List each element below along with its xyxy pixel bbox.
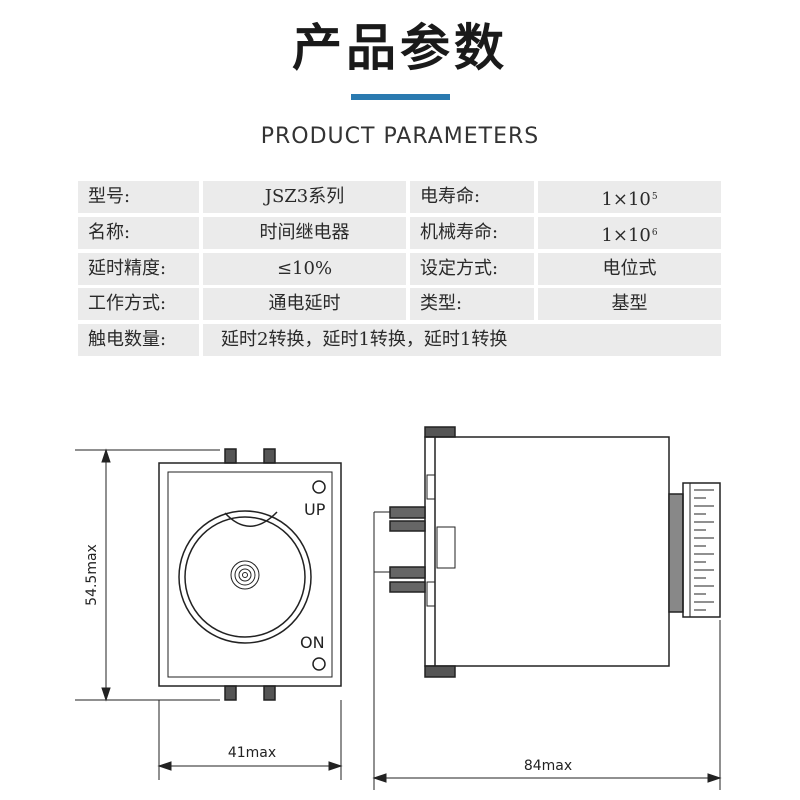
dimension-height [75,448,220,702]
dimension-height-label: 54.5max [84,544,100,606]
dimension-front-width [157,700,343,780]
param-label: 类型: [410,288,534,320]
param-value-base: 1×10 [601,225,651,246]
param-value: 1×106 [538,217,721,249]
param-label: 设定方式: [410,253,534,285]
param-label: 机械寿命: [410,217,534,249]
front-view [158,448,342,701]
side-view [389,426,721,678]
param-label: 工作方式: [78,288,199,320]
title-accent-bar [351,94,450,100]
param-value-exponent: 5 [651,192,658,202]
dimension-side-length-label: 84max [524,758,572,774]
dimension-front-width-label: 41max [228,745,276,761]
param-value: 基型 [538,288,721,320]
param-label: 延时精度: [78,253,199,285]
param-value: 1×105 [538,181,721,213]
up-label: UP [304,500,326,519]
param-label: 电寿命: [410,181,534,213]
on-label: ON [300,633,325,652]
param-value: 延时2转换，延时1转换，延时1转换 [203,324,721,356]
knob-ridges [694,489,714,611]
param-value-exponent: 6 [651,228,658,238]
param-value-base: 1×10 [601,189,651,210]
page-subtitle: PRODUCT PARAMETERS [260,124,540,149]
param-label: 型号: [78,181,199,213]
param-label: 名称: [78,217,199,249]
param-value: 时间继电器 [203,217,406,249]
param-value: 电位式 [538,253,721,285]
param-label: 触电数量: [78,324,199,356]
param-value: JSZ3系列 [203,181,406,213]
param-value: 通电延时 [203,288,406,320]
dimension-side-length [372,511,722,790]
param-value: ≤10% [203,253,406,285]
page-title: 产品参数 [292,18,508,77]
